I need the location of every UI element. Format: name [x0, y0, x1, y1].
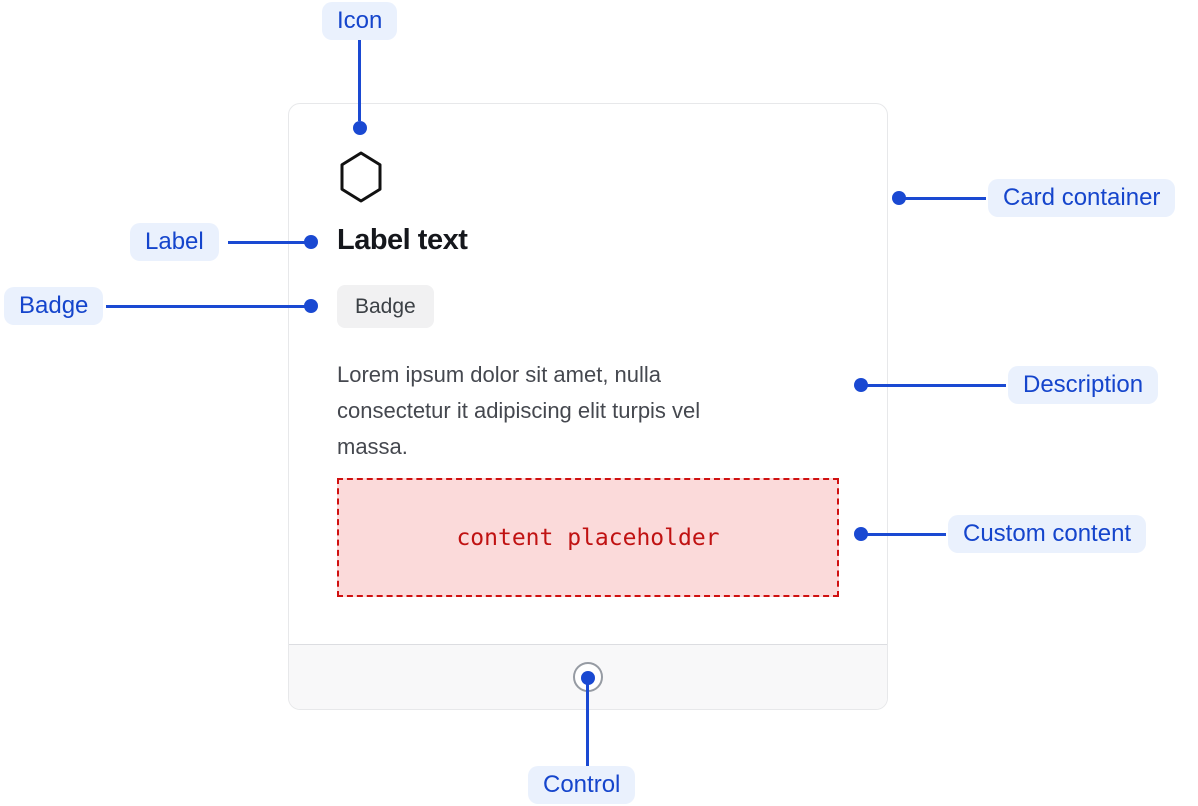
custom-content-placeholder: content placeholder	[337, 478, 839, 597]
description-line: Lorem ipsum dolor sit amet, nulla	[337, 362, 662, 387]
annotation-description: Description	[1008, 366, 1159, 404]
placeholder-text: content placeholder	[456, 524, 720, 551]
connector-dot	[892, 191, 906, 205]
badge: Badge	[337, 285, 434, 328]
description-line: consectetur it adipiscing elit turpis ve…	[337, 398, 701, 423]
connector-dot	[854, 378, 868, 392]
connector-dot	[304, 235, 318, 249]
hexagon-icon	[339, 150, 383, 209]
connector-dot	[854, 527, 868, 541]
connector-dot	[581, 671, 595, 685]
annotation-custom-content: Custom content	[948, 515, 1147, 553]
connector-line	[903, 197, 986, 200]
connector-line	[228, 241, 306, 244]
card-container: Label text Badge Lorem ipsum dolor sit a…	[288, 103, 888, 710]
description-line: massa.	[337, 434, 408, 459]
card-label-text: Label text	[337, 224, 468, 256]
connector-line	[586, 684, 589, 766]
annotation-control: Control	[528, 766, 636, 804]
annotation-badge: Badge	[4, 287, 104, 325]
connector-line	[106, 305, 306, 308]
card-description: Lorem ipsum dolor sit amet, nulla consec…	[337, 357, 827, 465]
connector-line	[866, 533, 946, 536]
annotation-label: Label	[130, 223, 219, 261]
connector-line	[358, 40, 361, 121]
annotation-icon: Icon	[322, 2, 398, 40]
connector-dot	[353, 121, 367, 135]
annotation-card-container: Card container	[988, 179, 1176, 217]
connector-dot	[304, 299, 318, 313]
connector-line	[866, 384, 1006, 387]
